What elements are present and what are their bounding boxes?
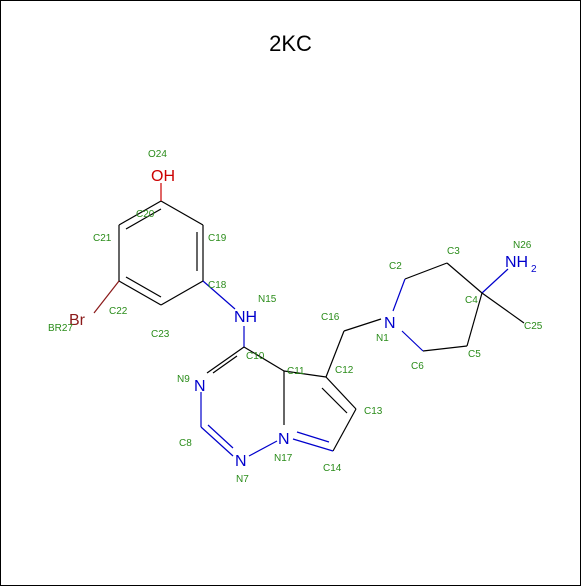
bond: [200, 426, 234, 457]
bond: [481, 268, 509, 294]
amino-nh2-symbol: NH: [505, 254, 528, 271]
bond-lines: [93, 183, 525, 457]
atom-labels: O24 C20 C21 C19 C22 BR27 C18 C23 N15 C10…: [48, 149, 543, 485]
bond: [422, 345, 468, 352]
bond: [206, 346, 245, 374]
bond: [321, 387, 348, 414]
bond: [248, 440, 278, 457]
bond: [283, 370, 327, 378]
bond: [125, 276, 162, 298]
bond: [212, 355, 238, 374]
atom-label-c3: C3: [447, 246, 460, 257]
bond: [325, 330, 345, 378]
bond: [325, 376, 357, 410]
atom-label-n1: N1: [376, 333, 389, 344]
atom-label-c2: C2: [389, 261, 402, 272]
bond: [401, 330, 424, 352]
atom-label-n17: N17: [274, 453, 293, 464]
atom-label-c18: C18: [208, 280, 227, 291]
atom-label-c23: C23: [151, 329, 170, 340]
amino-subscript: 2: [531, 264, 537, 275]
nitrogen-n9-symbol: N: [194, 378, 206, 395]
atom-label-c16: C16: [321, 312, 340, 323]
bond: [292, 438, 334, 452]
atom-label-c20: C20: [136, 209, 155, 220]
atom-label-n9: N9: [177, 374, 190, 385]
atom-label-c25: C25: [524, 321, 543, 332]
atom-label-n15: N15: [258, 294, 277, 305]
atom-label-c19: C19: [208, 233, 227, 244]
atom-label-c8: C8: [179, 438, 192, 449]
bond: [118, 280, 162, 306]
atom-label-o24: O24: [148, 149, 167, 160]
atom-label-c22: C22: [109, 306, 128, 317]
nitrogen-n17-symbol: N: [278, 431, 290, 448]
amine-nh-symbol: NH: [234, 309, 257, 326]
bond: [243, 346, 285, 372]
bond: [160, 200, 204, 226]
bond: [481, 292, 525, 324]
nitrogen-n7-symbol: N: [235, 453, 247, 470]
bond: [207, 424, 234, 449]
bond: [93, 280, 120, 314]
bond: [446, 262, 483, 294]
bond: [392, 278, 406, 312]
bond: [125, 208, 162, 230]
bond: [160, 280, 204, 306]
bond: [404, 262, 448, 280]
piperidine-nitrogen-symbol: N: [384, 315, 396, 332]
molecule-title: 2KC: [269, 31, 312, 56]
atom-label-c10: C10: [246, 351, 265, 362]
bond: [296, 431, 330, 443]
atom-label-c21: C21: [93, 233, 112, 244]
atom-label-c5: C5: [468, 349, 481, 360]
atom-label-c4: C4: [465, 295, 478, 306]
bond: [332, 408, 357, 452]
bond: [202, 280, 236, 310]
bond: [118, 200, 162, 226]
atom-label-n7: N7: [236, 474, 249, 485]
atom-label-c11: C11: [287, 366, 305, 377]
atom-label-c6: C6: [411, 361, 424, 372]
atom-label-n26: N26: [513, 240, 532, 251]
atom-label-br27: BR27: [48, 323, 73, 334]
hydroxyl-symbol: OH: [151, 168, 175, 185]
bromine-symbol: Br: [69, 312, 86, 329]
atom-label-c13: C13: [364, 406, 383, 417]
bond: [466, 292, 483, 347]
bond: [343, 318, 382, 332]
atom-label-c12: C12: [335, 365, 354, 376]
atom-label-c14: C14: [323, 463, 342, 474]
